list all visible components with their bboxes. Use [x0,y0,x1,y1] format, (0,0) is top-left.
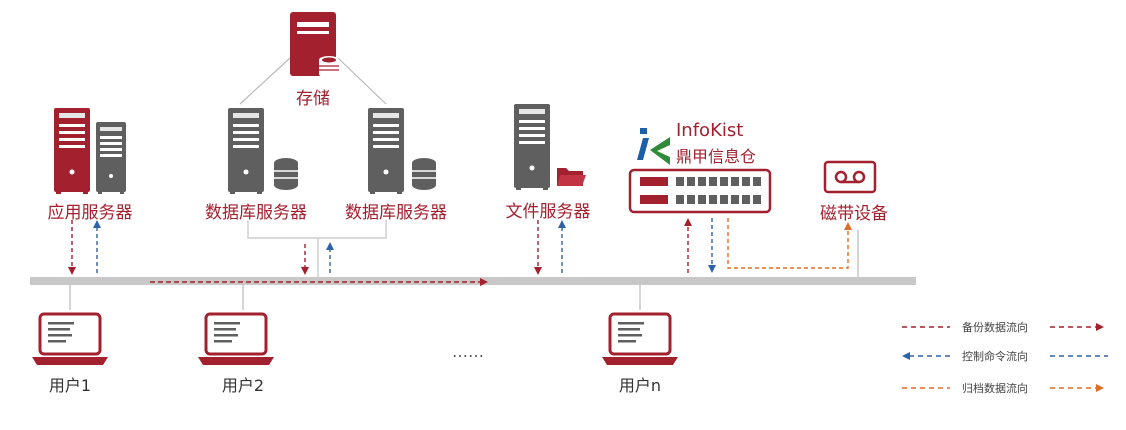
db-server-2-icon [368,108,404,194]
app-server-icon-secondary [96,122,126,194]
storage-label: 存储 [296,89,330,109]
backup-appliance-icon [628,168,772,214]
user2-label: 用户2 [221,376,265,395]
db-server-1-label: 数据库服务器 [205,203,307,223]
infokist-logo [637,128,670,165]
tape-device-icon [823,160,877,194]
db-bracket [247,220,387,239]
user2-laptop-icon [198,312,274,365]
storage-link-right [337,57,387,105]
brand-name-cn: 鼎甲信息仓 [676,147,757,166]
user1-laptop-icon [32,312,108,365]
db-server-2-label: 数据库服务器 [345,203,447,223]
user1-label: 用户1 [48,376,92,395]
more-users-ellipsis: …… [452,342,484,361]
app-server-label: 应用服务器 [47,203,133,223]
app-server-icon-primary [54,108,90,194]
legend-archive-label: 归档数据流向 [962,382,1028,395]
network-bus [30,277,916,285]
legend-backup-label: 备份数据流向 [962,321,1028,334]
usern-laptop-icon [602,312,678,365]
archive-arrow [727,218,852,269]
tape-label: 磁带设备 [820,204,888,224]
file-server-label: 文件服务器 [505,202,591,222]
storage-server-icon [290,12,339,78]
folder-icon [557,168,586,186]
legend-control-label: 控制命令流向 [962,350,1028,363]
usern-label: 用户n [618,376,662,395]
storage-database-icon [319,56,339,78]
file-server-icon [514,104,550,190]
brand-name-en: InfoKist [676,120,744,141]
storage-link-left [239,57,291,105]
db-1-database-icon [274,158,298,190]
db-server-1-icon [228,108,264,194]
db-2-database-icon [412,158,436,190]
